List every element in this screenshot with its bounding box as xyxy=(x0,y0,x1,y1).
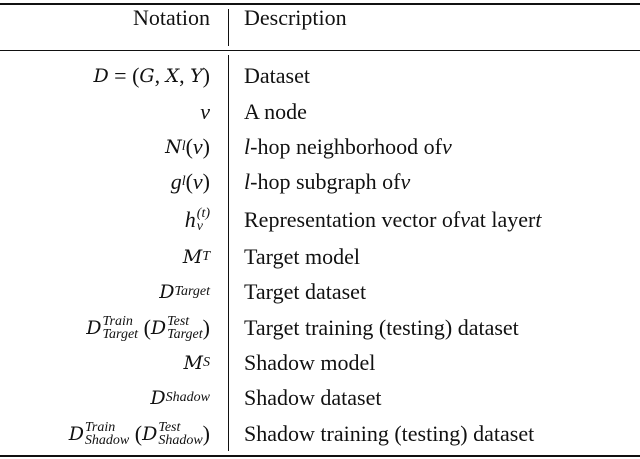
description-cell: Shadow dataset xyxy=(244,384,382,410)
body-column-divider xyxy=(228,55,230,451)
header-description: Description xyxy=(244,4,347,30)
table-row: D = (G, X, Y) Dataset xyxy=(0,58,640,93)
description-cell: A node xyxy=(244,98,307,124)
description-cell: Target training (testing) dataset xyxy=(244,314,519,340)
table-row: v A node xyxy=(0,94,640,129)
description-cell: Target dataset xyxy=(244,278,367,304)
notation-cell: D = (G, X, Y) xyxy=(93,62,210,88)
header-notation: Notation xyxy=(133,4,210,30)
description-cell: l-hop subgraph of v xyxy=(244,168,411,194)
header-column-divider xyxy=(228,9,230,46)
top-rule xyxy=(0,3,640,5)
description-cell: Representation vector of v at layer t xyxy=(244,206,542,232)
description-cell: Dataset xyxy=(244,62,310,88)
description-cell: Shadow model xyxy=(244,349,376,375)
description-cell: Target model xyxy=(244,243,360,269)
description-cell: l-hop neighborhood of v xyxy=(244,133,452,159)
header-rule xyxy=(0,50,640,51)
notation-cell: h(t)v xyxy=(184,205,210,234)
table-row: h(t)v Representation vector of v at laye… xyxy=(0,202,640,237)
notation-cell: v xyxy=(200,98,210,124)
description-cell: Shadow training (testing) dataset xyxy=(244,420,535,446)
bottom-rule xyxy=(0,455,640,457)
